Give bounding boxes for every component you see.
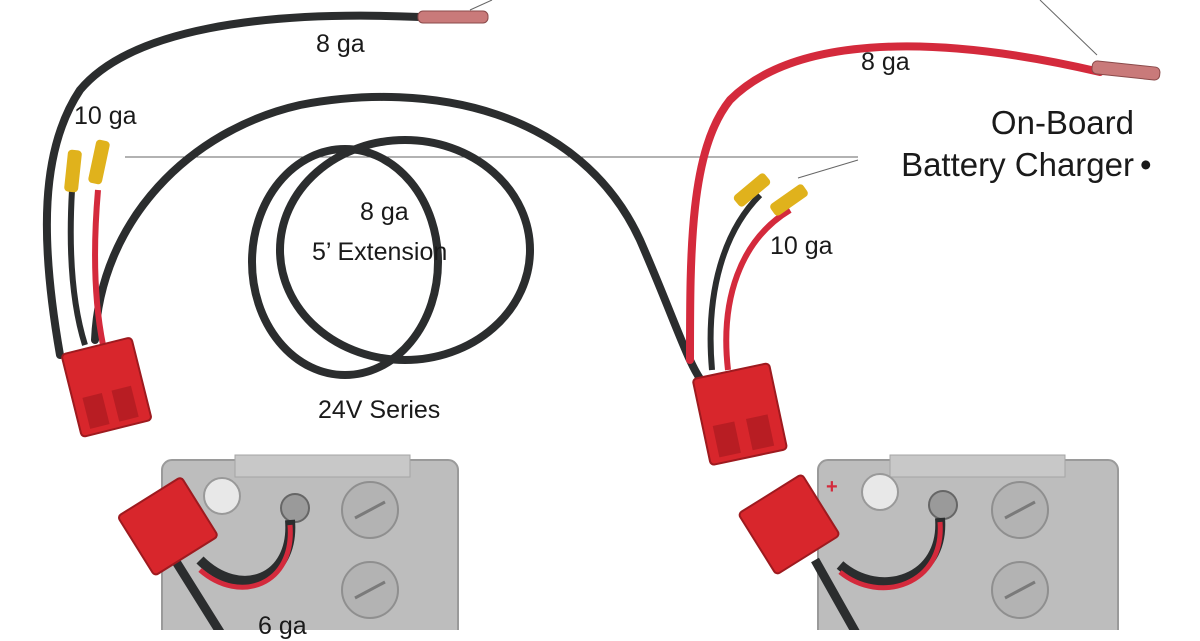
left-pigtail-red — [92, 189, 106, 346]
right-pigtail-red — [723, 207, 792, 371]
battery-left — [118, 454, 459, 630]
leader-line-top-right — [1039, 0, 1098, 56]
black-wire-8ga-left — [42, 11, 424, 359]
ring-terminal-right — [1091, 60, 1161, 81]
left-pigtail-black — [67, 189, 88, 346]
extension-coil-inner — [276, 136, 534, 364]
positive-symbol: + — [826, 476, 838, 498]
label-top-right-8ga: 8 ga — [861, 48, 910, 76]
ring-terminal-left — [417, 10, 489, 24]
extension-coil-outer — [248, 145, 442, 379]
red-wire-8ga-right — [686, 42, 1104, 364]
label-bottom-partial: 6 ga — [258, 612, 307, 640]
right-terminal-2 — [770, 184, 808, 216]
label-series: 24V Series — [318, 396, 441, 424]
label-charger-line1: On-Board — [990, 104, 1134, 141]
leader-line-charger-right — [797, 159, 859, 179]
label-charger-bullet: • — [1140, 146, 1152, 183]
leader-line-top-left — [469, 0, 493, 11]
label-left-10ga: 10 ga — [74, 102, 137, 130]
left-terminal-1 — [64, 149, 82, 193]
connector-left — [61, 337, 152, 438]
label-charger-line2: Battery Charger — [901, 146, 1134, 183]
label-extension-gauge: 8 ga — [360, 198, 409, 226]
right-terminal-1 — [733, 173, 771, 207]
battery-right: + — [738, 454, 1119, 630]
label-extension-length: 5’ Extension — [312, 238, 448, 266]
connector-right — [692, 362, 788, 466]
extension-cable — [91, 93, 709, 389]
label-top-left-8ga: 8 ga — [316, 30, 365, 58]
right-pigtail-black — [707, 192, 763, 371]
left-terminal-2 — [88, 139, 110, 185]
label-right-10ga: 10 ga — [770, 232, 833, 260]
